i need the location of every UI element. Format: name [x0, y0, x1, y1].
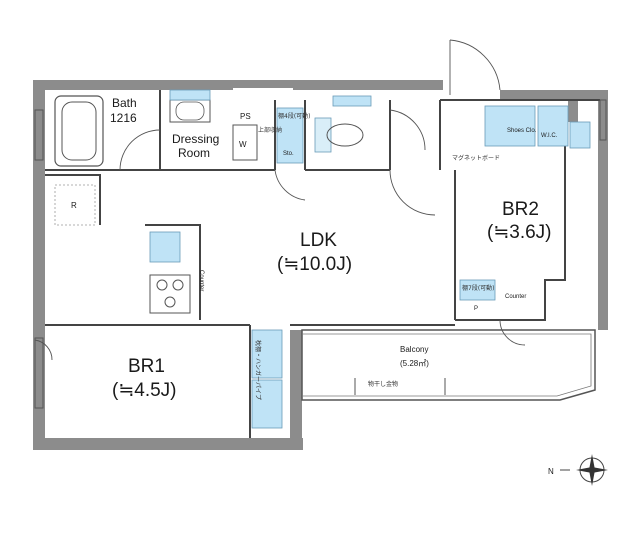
storage-boxes [149, 89, 591, 429]
interior-walls [45, 90, 600, 438]
br1-area: (≒4.5J) [112, 380, 177, 401]
washbasin [169, 99, 211, 123]
washer-label: W [239, 140, 247, 149]
magnet-board-label: マグネットボード [452, 154, 500, 162]
upper-storage-label: 上部収納 [258, 126, 282, 134]
bath-name: Bath [112, 96, 137, 110]
wic-label: W.I.C. [541, 133, 558, 139]
dressing-line2: Room [178, 146, 210, 160]
shoes-closet-label: Shoes Clo. [507, 128, 537, 134]
kitchen-counter-label: Counter [198, 270, 204, 291]
bathtub [54, 95, 104, 167]
exterior-walls [33, 80, 608, 450]
ldk-area: (≒10.0J) [277, 254, 352, 275]
pantry-label: P [474, 306, 478, 312]
bath-size: 1216 [110, 111, 137, 125]
br2-counter-label: Counter [505, 294, 526, 300]
laundry-rack-label: 物干し金物 [368, 380, 398, 388]
compass-label: N [548, 467, 554, 476]
refrigerator-label: R [71, 201, 77, 210]
br2-name: BR2 [502, 199, 539, 220]
br2-area: (≒3.6J) [487, 222, 552, 243]
windows [34, 99, 607, 409]
refrigerator-space [54, 184, 96, 226]
kitchen-stove [149, 274, 191, 314]
doors [34, 39, 526, 361]
shelf-7-label: 棚7段(可動) [462, 284, 495, 292]
storage-label: Sto. [283, 151, 294, 157]
toilet [314, 117, 364, 153]
balcony-outline [301, 329, 596, 401]
washer [232, 124, 258, 161]
dressing-line1: Dressing [172, 132, 219, 146]
br1-name: BR1 [128, 356, 165, 377]
ldk-name: LDK [300, 230, 337, 251]
ps-label: PS [240, 112, 251, 121]
balcony-area: (5.28㎡) [400, 359, 429, 368]
pipe-rack-label: 枕棚・ハンガーパイプ [254, 340, 262, 400]
compass-icon [560, 454, 608, 486]
shelf-movable-label: 棚4段(可動) [278, 112, 311, 120]
balcony-name: Balcony [400, 345, 428, 354]
